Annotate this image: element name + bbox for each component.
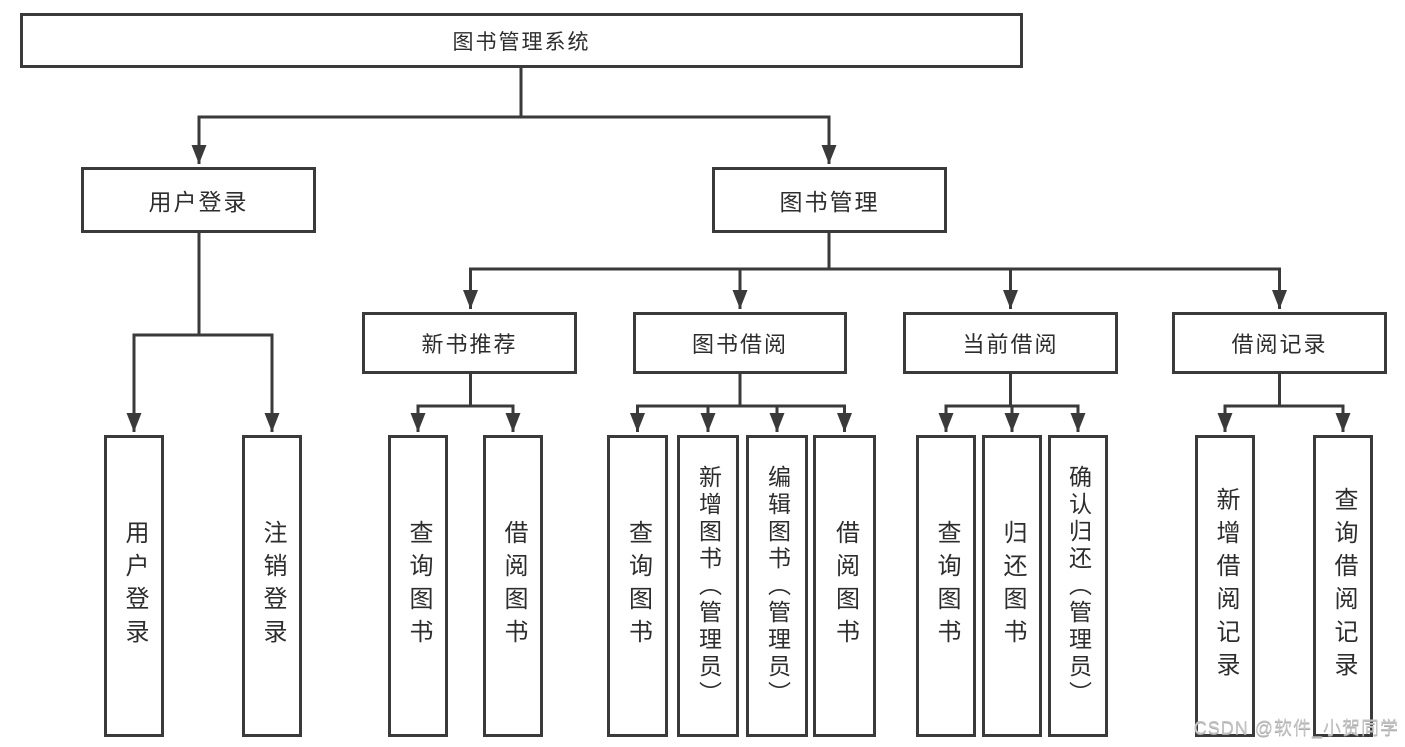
node-current-borrow-label: 当前借阅: [962, 332, 1059, 357]
node-user-login-label: 用户登录: [148, 189, 249, 215]
leaf-cb-confirm-return-admin-label: 确认归还（管理员）: [1065, 464, 1092, 708]
node-user-login: 用户登录: [81, 167, 316, 233]
leaf-bb-add-books-admin: 新增图书（管理员）: [677, 435, 739, 737]
node-root-system: 图书管理系统: [20, 13, 1023, 68]
node-new-book-recommend: 新书推荐: [362, 312, 577, 374]
leaf-br-query-record: 查询借阅记录: [1313, 435, 1373, 737]
node-borrow-record: 借阅记录: [1172, 312, 1387, 374]
leaf-user-login: 用户登录: [104, 435, 164, 737]
leaf-nb-borrow-books: 借阅图书: [483, 435, 543, 737]
leaf-nb-borrow-books-label: 借阅图书: [500, 520, 527, 652]
leaf-bb-query-books: 查询图书: [607, 435, 668, 737]
leaf-bb-borrow-books: 借阅图书: [813, 435, 876, 737]
leaf-logout-label: 注销登录: [259, 520, 286, 652]
node-new-book-recommend-label: 新书推荐: [421, 332, 518, 357]
node-book-borrow: 图书借阅: [633, 312, 847, 374]
node-current-borrow: 当前借阅: [903, 312, 1118, 374]
leaf-cb-return-books: 归还图书: [982, 435, 1042, 737]
leaf-bb-borrow-books-label: 借阅图书: [831, 520, 859, 652]
leaf-br-add-record-label: 新增借阅记录: [1212, 487, 1239, 685]
node-book-borrow-label: 图书借阅: [691, 332, 788, 357]
leaf-nb-query-books: 查询图书: [388, 435, 448, 737]
leaf-bb-edit-books-admin: 编辑图书（管理员）: [746, 435, 808, 737]
node-book-management-label: 图书管理: [779, 189, 880, 215]
leaf-bb-edit-books-admin-label: 编辑图书（管理员）: [764, 464, 791, 708]
leaf-cb-query-books-label: 查询图书: [933, 520, 960, 652]
leaf-nb-query-books-label: 查询图书: [405, 520, 432, 652]
csdn-watermark: CSDN @软件_小贺同学: [1193, 718, 1399, 738]
leaf-logout: 注销登录: [242, 435, 302, 737]
leaf-cb-return-books-label: 归还图书: [999, 520, 1026, 652]
node-root-label: 图书管理系统: [452, 30, 591, 54]
leaf-bb-add-books-admin-label: 新增图书（管理员）: [695, 464, 722, 708]
leaf-cb-query-books: 查询图书: [916, 435, 976, 737]
leaf-cb-confirm-return-admin: 确认归还（管理员）: [1048, 435, 1108, 737]
leaf-br-add-record: 新增借阅记录: [1195, 435, 1255, 737]
node-book-management: 图书管理: [712, 167, 947, 233]
leaf-br-query-record-label: 查询借阅记录: [1330, 487, 1357, 685]
leaf-user-login-label: 用户登录: [121, 520, 148, 652]
leaf-bb-query-books-label: 查询图书: [624, 520, 652, 652]
node-borrow-record-label: 借阅记录: [1231, 332, 1328, 357]
